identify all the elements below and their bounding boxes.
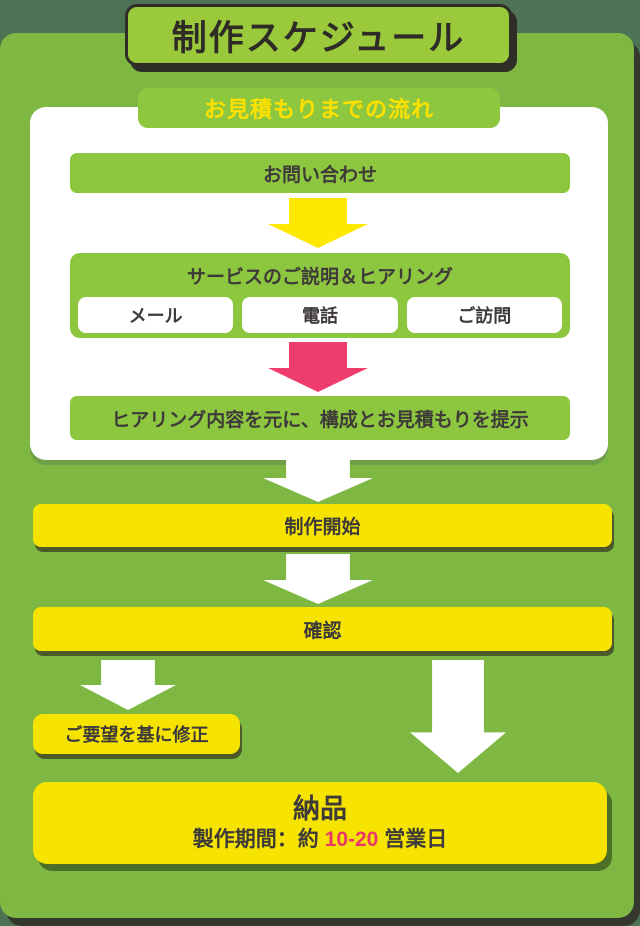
- delivery-period-suffix: 営業日: [378, 827, 448, 851]
- flow-section-header: お見積もりまでの流れ: [138, 88, 500, 128]
- delivery-period-prefix: 製作期間：約: [192, 827, 325, 851]
- step-production-start-label: 制作開始: [284, 517, 361, 538]
- delivery-period-duration: 10-20: [324, 827, 379, 851]
- step-contact-label: お問い合わせ: [262, 164, 377, 186]
- step-revision: ご要望を基に修正: [33, 714, 240, 754]
- step-service-explanation: サービスのご説明＆ヒアリング メール 電話 ご訪問: [70, 253, 570, 338]
- channel-visit: ご訪問: [406, 297, 562, 333]
- step-confirmation: 確認: [33, 607, 612, 651]
- page-title: 制作スケジュール: [125, 4, 512, 66]
- delivery-period-note: 製作期間：約 10-20 営業日: [193, 826, 447, 853]
- step-delivery-label: 納品: [293, 794, 347, 825]
- page-title-label: 制作スケジュール: [171, 18, 466, 58]
- step-revision-label: ご要望を基に修正: [64, 725, 209, 745]
- channel-mail: メール: [78, 297, 234, 333]
- step-production-start: 制作開始: [33, 504, 612, 547]
- flow-section-header-label: お見積もりまでの流れ: [203, 97, 434, 122]
- step-service-label: サービスのご説明＆ヒアリング: [186, 266, 453, 288]
- step-confirmation-label: 確認: [303, 620, 342, 642]
- channel-phone: 電話: [242, 297, 398, 333]
- step-proposal-label: ヒアリング内容を元に、構成とお見積もりを提示: [111, 409, 529, 431]
- step-delivery: 納品 製作期間：約 10-20 営業日: [33, 782, 607, 864]
- step-proposal: ヒアリング内容を元に、構成とお見積もりを提示: [70, 396, 570, 440]
- contact-channel-row: メール 電話 ご訪問: [78, 297, 562, 333]
- step-contact: お問い合わせ: [70, 153, 570, 193]
